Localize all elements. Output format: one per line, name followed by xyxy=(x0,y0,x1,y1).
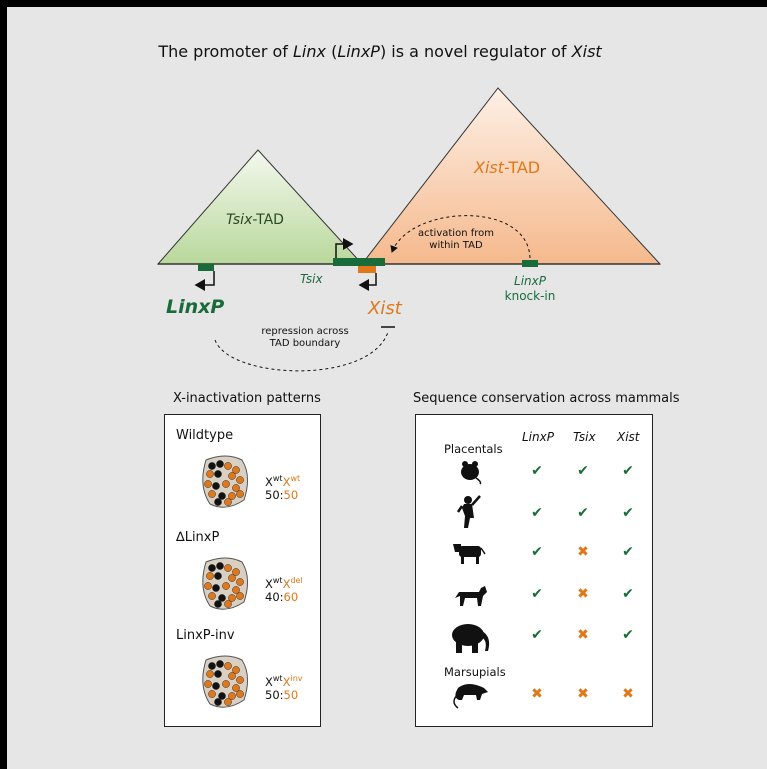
xi-genotype: XwtXwt xyxy=(265,474,301,489)
embryo-icon xyxy=(202,655,248,708)
cross-icon: ✖ xyxy=(577,686,589,702)
check-icon: ✔ xyxy=(531,505,543,521)
group-placentals: Placentals xyxy=(444,442,503,456)
cross-icon: ✖ xyxy=(622,686,634,702)
check-icon: ✔ xyxy=(531,627,543,643)
linxp-knockin-element xyxy=(522,260,538,267)
check-icon: ✔ xyxy=(622,544,634,560)
xi-row-name: Wildtype xyxy=(176,428,234,443)
xi-row-name: ∆LinxP xyxy=(176,530,220,545)
figure-title: The promoter of Linx (LinxP) is a novel … xyxy=(158,42,602,61)
check-icon: ✔ xyxy=(577,505,589,521)
check-icon: ✔ xyxy=(531,463,543,479)
xist-gene xyxy=(358,266,376,273)
check-icon: ✔ xyxy=(622,505,634,521)
col-xist: Xist xyxy=(617,430,640,444)
xist-tad-label: Xist-TAD xyxy=(474,158,541,177)
xist-label: Xist xyxy=(368,298,402,319)
xinactivation-title: X-inactivation patterns xyxy=(173,391,321,406)
tsix-label: Tsix xyxy=(300,272,323,286)
embryo-icon xyxy=(202,557,248,610)
group-marsupials: Marsupials xyxy=(444,665,506,679)
cross-icon: ✖ xyxy=(577,544,589,560)
check-icon: ✔ xyxy=(577,463,589,479)
cross-icon: ✖ xyxy=(531,686,543,702)
linxp-label: LinxP xyxy=(166,296,225,318)
xi-ratio: 50:50 xyxy=(265,488,299,502)
xi-ratio: 40:60 xyxy=(265,590,299,604)
conservation-panel xyxy=(415,414,653,727)
check-icon: ✔ xyxy=(531,586,543,602)
xi-genotype: XwtXinv xyxy=(265,674,303,689)
cross-icon: ✖ xyxy=(577,586,589,602)
xi-row-name: LinxP-inv xyxy=(176,628,235,643)
check-icon: ✔ xyxy=(622,586,634,602)
linxp-element xyxy=(198,264,214,271)
tad-diagram xyxy=(156,87,662,372)
col-linxp: LinxP xyxy=(522,430,554,444)
tsix-tad-triangle xyxy=(156,149,364,265)
check-icon: ✔ xyxy=(622,463,634,479)
check-icon: ✔ xyxy=(531,544,543,560)
embryo-icon xyxy=(202,455,248,508)
xi-genotype: XwtXdel xyxy=(265,576,303,591)
tsix-gene xyxy=(333,258,385,266)
xi-ratio: 50:50 xyxy=(265,688,299,702)
tsix-tad-label: Tsix-TAD xyxy=(226,212,284,228)
col-tsix: Tsix xyxy=(573,430,596,444)
check-icon: ✔ xyxy=(622,627,634,643)
conservation-title: Sequence conservation across mammals xyxy=(413,391,680,406)
cross-icon: ✖ xyxy=(577,627,589,643)
